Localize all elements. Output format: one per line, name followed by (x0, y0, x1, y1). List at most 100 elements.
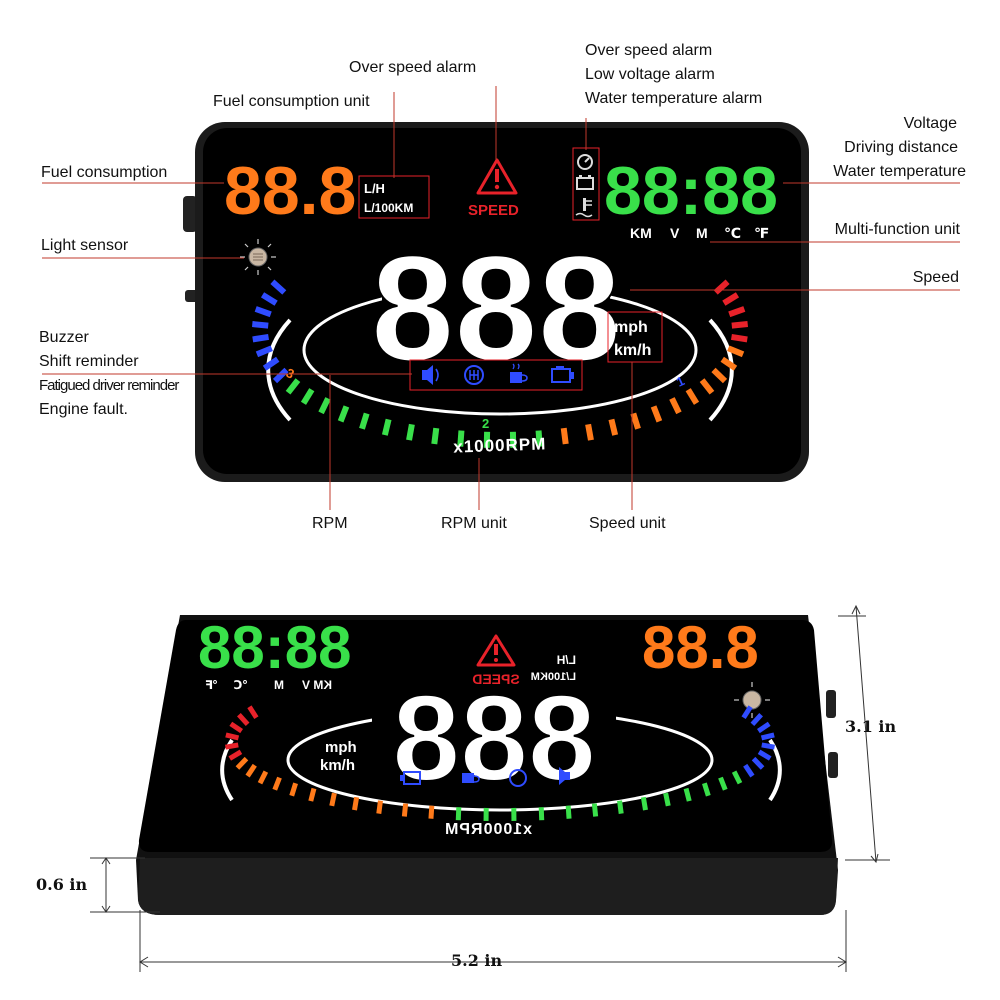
rpm-bar (608, 418, 619, 436)
rpm-bar (300, 388, 315, 405)
rpm-bar (252, 333, 270, 343)
engine-icon (551, 366, 574, 383)
label-voltage: Voltage (903, 115, 957, 132)
rpm-unit-mirror: x1000RPM (444, 821, 532, 838)
fuel-digits-mirror: 88.8 (642, 614, 759, 681)
rpm-bar (255, 345, 273, 358)
shift-icon (464, 365, 484, 385)
speed-alarm-icon (577, 154, 593, 170)
speed-digits: 888 (371, 224, 621, 392)
rpm-bar (308, 787, 317, 802)
rpm-bar (260, 292, 278, 306)
rpm-bar (731, 321, 749, 329)
speed-digit-bg (382, 232, 610, 360)
rpm-bar (457, 430, 465, 447)
label-fatigued-driver-reminder: Fatigued driver reminder (39, 377, 179, 394)
rpm-bar (225, 742, 239, 750)
rpm-bar (225, 732, 240, 741)
rpm-bar (728, 306, 746, 318)
rpm-gauge-top (251, 279, 749, 448)
device-edge (138, 858, 838, 915)
light-sensor-icon (734, 682, 770, 718)
speed-unit-mph: mph (614, 319, 648, 336)
fuel-unit-lh: L/H (364, 181, 385, 196)
dimension-height: 0.6 in (36, 875, 88, 894)
rpm-bar (640, 796, 648, 811)
speed-warning-text: SPEED (468, 202, 519, 219)
rpm-bar (591, 803, 599, 817)
rpm-bar (270, 279, 287, 295)
multi-unit-label: ℃ (724, 225, 741, 241)
rpm-bar (750, 712, 763, 726)
label-alarm-over-speed: Over speed alarm (585, 42, 713, 59)
rpm-bar (727, 345, 745, 358)
rpm-bar (756, 721, 771, 734)
warning-triangle-icon (476, 634, 516, 667)
engine-icon (400, 771, 421, 785)
hud-device-bottom: 88:88 88.8 SPEED 888 mph km/h (136, 614, 838, 915)
rpm-bar (702, 782, 711, 797)
speed-unit-mph-mirror: mph (325, 739, 357, 756)
multi-unit-label: V (302, 678, 310, 692)
rpm-bar (585, 423, 594, 441)
label-shift-reminder: Shift reminder (39, 353, 139, 370)
label-speed: Speed (912, 269, 959, 286)
rpm-bar (718, 776, 728, 791)
multi-unit-label: ℃ (233, 678, 248, 692)
rpm-bar (262, 356, 280, 371)
rpm-bar (352, 796, 360, 811)
rpm-bar (376, 800, 383, 814)
rpm-bar (254, 306, 272, 318)
fuel-unit-l100: L/100KM (364, 201, 413, 215)
rpm-bar (663, 792, 671, 807)
label-water-temperature: Water temperature (833, 163, 966, 180)
speed-digits-mirror: 888 (392, 670, 596, 806)
label-alarm-water-temp: Water temperature alarm (585, 90, 763, 107)
rpm-bar (761, 742, 775, 750)
rpm-bar (235, 756, 249, 770)
label-light-sensor: Light sensor (41, 237, 129, 254)
rpm-bar (699, 378, 715, 395)
rpm-bar (455, 807, 462, 821)
rpm-bar (720, 356, 738, 371)
label-speed-unit: Speed unit (589, 515, 666, 532)
rpm-bar (228, 749, 243, 761)
rpm-bar (381, 418, 392, 436)
callout-lines (42, 86, 960, 510)
rpm-bar (630, 412, 641, 430)
rpm-bar (538, 807, 545, 821)
rpm-bar (650, 405, 663, 423)
rpm-bar (713, 279, 730, 295)
rpm-bar (401, 803, 409, 817)
multi-digits-mirror: 88:88 (198, 614, 351, 681)
rpm-bar (565, 805, 572, 819)
dimension-width: 5.2 in (451, 951, 503, 970)
rpm-bar (406, 423, 415, 441)
speed-warning-mirror: SPEED (472, 671, 519, 687)
rpm-bar (669, 397, 682, 415)
side-button (183, 196, 197, 232)
rpm-bar (731, 770, 743, 785)
multi-unit-label: M (274, 678, 284, 692)
light-sensor-icon (240, 239, 276, 275)
rpm-bar (743, 763, 755, 778)
rpm-bar (741, 705, 753, 720)
shift-icon (509, 769, 527, 787)
rpm-bar (251, 321, 269, 329)
label-fuel-consumption-unit: Fuel consumption unit (213, 93, 370, 110)
rpm-bar (337, 405, 350, 423)
label-alarm-low-voltage: Low voltage alarm (585, 66, 715, 83)
rpm-gauge-bottom (225, 705, 775, 821)
multi-unit-label: KM (313, 678, 332, 692)
rpm-bar (617, 800, 624, 814)
rpm-bar (560, 427, 569, 445)
rpm-bar (431, 427, 440, 445)
label-rpm: RPM (312, 515, 348, 532)
thermometer-icon (575, 198, 593, 218)
dimension-lines (90, 604, 890, 972)
rpm-mark-2: 2 (482, 416, 489, 431)
